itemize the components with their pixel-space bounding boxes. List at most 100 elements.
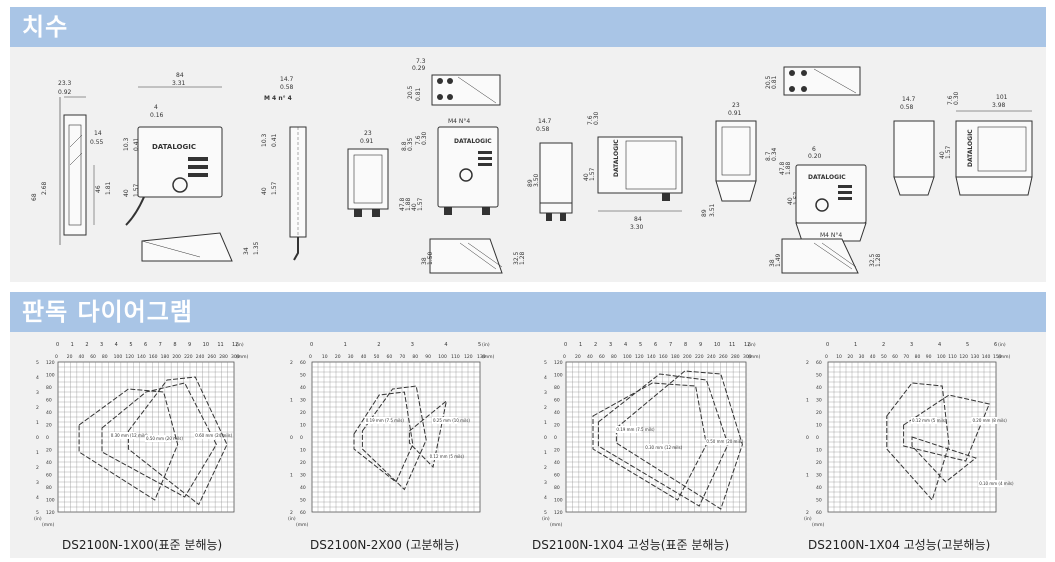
tick-mm: 100 (623, 354, 632, 360)
ytick-mm: 30 (816, 398, 822, 404)
dim-v8-b: 7.6 (947, 95, 954, 105)
drawing-top-view-a: 7.3 0.29 20.5 0.81 (407, 58, 501, 106)
dim-v6-b: 7.6 (587, 115, 594, 125)
dim-v3-wb: 0.58 (280, 84, 294, 91)
dim-v5-gb: 1.57 (417, 197, 424, 211)
resolution-label-bg (428, 453, 455, 460)
dim-v2-t: 10.3 (123, 137, 130, 151)
tick-mm: 220 (695, 354, 704, 360)
dim-v7-e: 47.8 (779, 161, 786, 175)
read-zone-outline (886, 382, 950, 501)
ytick-in: 1 (544, 450, 547, 456)
dim-v8-ab: 0.58 (900, 104, 914, 111)
ytick-in: 1 (806, 473, 809, 479)
tick-in: 2 (594, 342, 597, 348)
dim-v5-eb: 0.30 (421, 131, 428, 145)
yunit-in: (in) (34, 516, 42, 522)
tick-mm: 70 (399, 354, 405, 360)
tick-in: 3 (910, 342, 913, 348)
dim-v5-k: 38 (421, 257, 428, 265)
ytick-mm: 10 (816, 448, 822, 454)
dim-v2-s: 4 (154, 104, 158, 111)
unit-mm: (mm) (998, 354, 1011, 360)
tick-in: 5 (129, 342, 132, 348)
tick-mm: 280 (731, 354, 740, 360)
tick-in: 4 (115, 342, 118, 348)
tick-in: 8 (684, 342, 687, 348)
ytick-in: 1 (544, 420, 547, 426)
dim-v8-a: 14.7 (902, 96, 916, 103)
ytick-in: 1 (806, 398, 809, 404)
tick-in: 0 (310, 342, 313, 348)
tick-mm: 0 (309, 354, 312, 360)
tick-mm: 20 (67, 354, 73, 360)
ytick-in: 2 (290, 360, 293, 366)
tick-mm: 120 (959, 354, 968, 360)
dim-v7-g: 89 (701, 209, 708, 217)
unit-in: (in) (748, 342, 756, 348)
ytick-mm: 20 (300, 460, 306, 466)
ytick-mm: 120 (554, 510, 563, 516)
tick-mm: 40 (870, 354, 876, 360)
tick-mm: 80 (915, 354, 921, 360)
dim-v1-h2: 46 (95, 185, 102, 193)
tick-mm: 150 (993, 354, 1002, 360)
dim-v5-m: M4 N°4 (448, 118, 470, 125)
tick-mm: 40 (361, 354, 367, 360)
side-logo-d: DATALOGIC (967, 129, 974, 167)
tick-in: 1 (71, 342, 74, 348)
drawing-bottom-side: 34 1.35 (141, 232, 260, 262)
tick-mm: 220 (184, 354, 193, 360)
ytick-mm: 60 (300, 510, 306, 516)
dim-v3-tb: 0.41 (271, 133, 278, 147)
dim-v6-cb: 3.50 (533, 173, 540, 187)
ytick-mm: 40 (46, 410, 52, 416)
ytick-mm: 0 (300, 435, 303, 441)
tick-mm: 0 (55, 354, 58, 360)
ytick-mm: 0 (46, 435, 49, 441)
tick-in: 7 (159, 342, 162, 348)
tick-mm: 260 (719, 354, 728, 360)
tick-mm: 240 (707, 354, 716, 360)
ytick-mm: 100 (46, 498, 55, 504)
ytick-mm: 80 (554, 485, 560, 491)
dim-v5-kb: 1.50 (427, 251, 434, 265)
ytick-in: 2 (290, 510, 293, 516)
tick-mm: 80 (102, 354, 108, 360)
tick-in: 0 (826, 342, 829, 348)
ytick-mm: 120 (554, 360, 563, 366)
tick-mm: 180 (161, 354, 170, 360)
tick-mm: 110 (451, 354, 460, 360)
ytick-mm: 60 (300, 360, 306, 366)
ytick-in: 1 (290, 473, 293, 479)
tick-in: 11 (729, 342, 735, 348)
ytick-in: 4 (544, 375, 547, 381)
tick-mm: 140 (137, 354, 146, 360)
dim-v7-lb: 1.28 (875, 253, 882, 267)
unit-in: (in) (998, 342, 1006, 348)
ytick-mm: 40 (816, 485, 822, 491)
tick-mm: 60 (599, 354, 605, 360)
dim-v3-h: 40 (261, 187, 268, 195)
ytick-in: 3 (544, 480, 547, 486)
dim-v8-bb: 0.30 (953, 91, 960, 105)
ytick-in: 0 (290, 435, 293, 441)
unit-mm: (mm) (482, 354, 495, 360)
ytick-mm: 120 (46, 360, 55, 366)
ytick-mm: 0 (554, 435, 557, 441)
side-logo-b: DATALOGIC (613, 139, 620, 177)
yunit-mm: (mm) (296, 522, 309, 528)
tick-mm: 100 (937, 354, 946, 360)
ytick-in: 0 (806, 435, 809, 441)
dim-v3-t: 10.3 (261, 133, 268, 147)
resolution-label: 0.50 mm (20 mils) (146, 436, 183, 441)
dim-v3-w: 14.7 (280, 76, 294, 83)
caption-diagram-1: DS2100N-1X00(표준 분해능) (62, 538, 223, 552)
ytick-mm: 0 (816, 435, 819, 441)
dim-v7-k: 38 (769, 259, 776, 267)
dim-v6-db: 1.57 (589, 167, 596, 181)
dim-v3-m: M 4 n° 4 (264, 95, 292, 102)
dim-v5-ab: 0.29 (412, 65, 426, 72)
